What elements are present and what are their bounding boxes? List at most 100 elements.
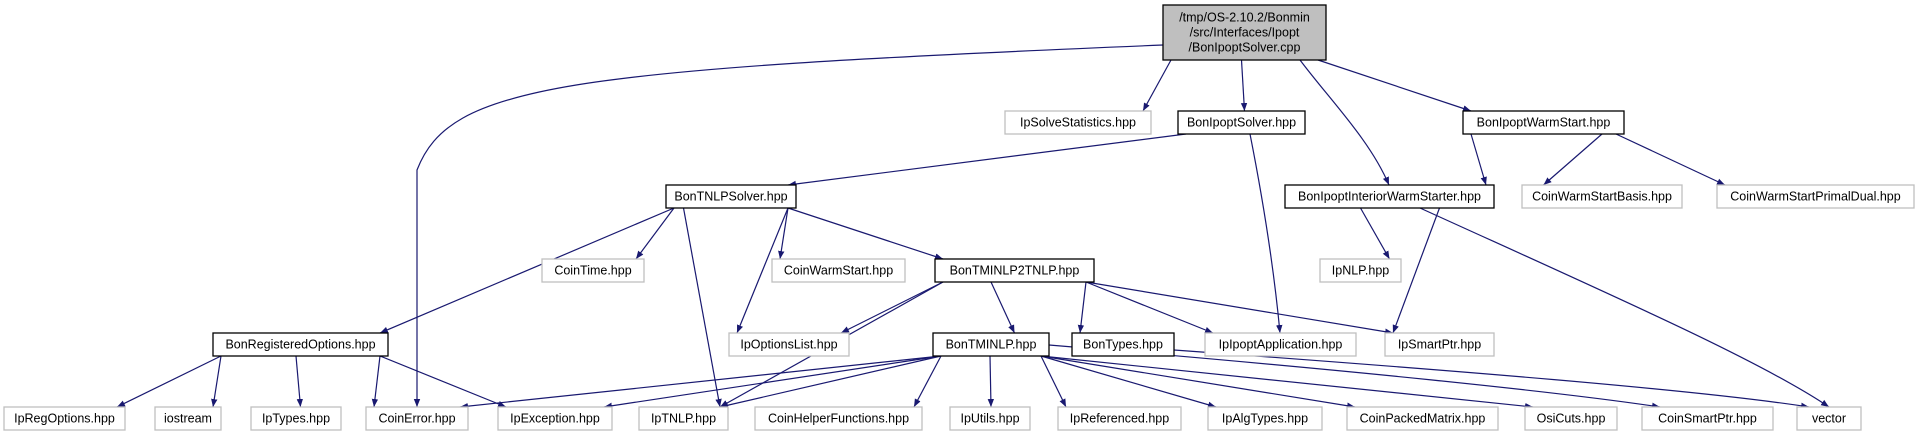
node-box [665,184,797,209]
node-label: IpSolveStatistics.hpp [1020,116,1136,130]
node-coinwarmstartbasis: CoinWarmStartBasis.hpp [1521,184,1683,209]
node-coinwarmstartprimaldual: CoinWarmStartPrimalDual.hpp [1716,184,1915,209]
edge-bonipoptwarmstart-to-coinwarmstartbasis [1543,133,1603,186]
edge-bonipoptsolver-to-bontnlpsolver [787,133,1187,188]
edge-bontminlp2tnlp-to-ipipoptapplication [1085,281,1214,334]
edge-bonregisteredoptions-to-iptypes [295,355,303,408]
node-box [154,406,222,431]
edge-bontminlp-to-coinhelperfunctions [913,355,942,408]
node-box [1284,184,1495,209]
node-bonregisteredoptions[interactable]: BonRegisteredOptions.hpp [212,332,389,357]
node-ipexception: IpException.hpp [497,406,613,431]
node-ipoptionslist: IpOptionsList.hpp [728,332,850,357]
node-box [1346,406,1499,431]
node-label: IpIpoptApplication.hpp [1219,338,1343,352]
node-box [212,332,389,357]
node-box [497,406,613,431]
node-bontminlp2tnlp[interactable]: BonTMINLP2TNLP.hpp [934,258,1095,283]
node-box [1796,406,1862,431]
node-label: BonTypes.hpp [1083,338,1163,352]
node-box [1207,406,1323,431]
edge-bontnlpsolver-to-ipoptionslist [736,207,789,334]
node-label: IpSmartPtr.hpp [1398,338,1481,352]
node-label: CoinWarmStart.hpp [784,264,893,278]
edge-bontminlp-to-osicuts [1040,355,1534,410]
node-ipsolvestatistics: IpSolveStatistics.hpp [1004,110,1152,135]
edge-bontypes-to-vector [1173,349,1810,409]
edge-bonregisteredoptions-to-coinerror [371,355,381,408]
node-bonipoptsolver[interactable]: BonIpoptSolver.hpp [1177,110,1306,135]
node-root[interactable]: /tmp/OS-2.10.2/Bonmin/src/Interfaces/Ipo… [1162,4,1327,61]
node-ipsmartptr: IpSmartPtr.hpp [1384,332,1495,357]
node-coinhelperfunctions: CoinHelperFunctions.hpp [754,406,923,431]
edge-bontminlp-to-coinerror [459,355,942,410]
node-label: /tmp/OS-2.10.2/Bonmin [1179,11,1310,25]
edge-bontminlp-to-iptnlp [719,355,942,409]
node-label: IpUtils.hpp [960,412,1019,426]
node-label: CoinWarmStartPrimalDual.hpp [1730,190,1900,204]
node-label: IpNLP.hpp [1332,264,1390,278]
edge-root-to-bonipoptwarmstart [1317,59,1472,112]
node-box [1004,110,1152,135]
node-label: CoinHelperFunctions.hpp [768,412,909,426]
node-box [1319,258,1402,283]
node-box [365,406,469,431]
node-ipregoptions: IpRegOptions.hpp [3,406,126,431]
node-label: BonIpoptWarmStart.hpp [1477,116,1611,130]
node-box [1204,332,1357,357]
node-bonipoptinteriorwarmstarter[interactable]: BonIpoptInteriorWarmStarter.hpp [1284,184,1495,209]
node-box [1462,110,1625,135]
edge-bontnlpsolver-to-bontminlp2tnlp [787,207,944,260]
node-label: IpReferenced.hpp [1070,412,1169,426]
node-bontnlpsolver[interactable]: BonTNLPSolver.hpp [665,184,797,209]
node-box [1716,184,1915,209]
node-label: IpRegOptions.hpp [14,412,115,426]
edge-bonregisteredoptions-to-iostream [211,355,222,408]
edge-bontminlp-to-ipexception [603,355,942,409]
edge-bontminlp-to-ipalgtypes [1040,355,1217,408]
node-bontminlp[interactable]: BonTMINLP.hpp [932,332,1050,357]
node-box [1641,406,1774,431]
node-box [949,406,1031,431]
node-label: vector [1812,412,1846,426]
node-label: iostream [164,412,212,426]
node-iputils: IpUtils.hpp [949,406,1031,431]
node-label: BonTMINLP2TNLP.hpp [950,264,1080,278]
node-box [638,406,729,431]
edge-bontminlp-to-coinpackedmatrix [1040,355,1356,409]
node-box [1057,406,1182,431]
edge-bonipoptwarmstart-to-coinwarmstartprimaldual [1615,133,1726,186]
node-box [754,406,923,431]
edge-bontminlp-to-iputils [987,355,995,408]
edge-bontnlpsolver-to-coinwarmstart [778,207,789,260]
edge-bonipoptinteriorwarmstarter-to-vector [1419,207,1830,408]
node-coinwarmstart: CoinWarmStart.hpp [771,258,906,283]
node-ipnlp: IpNLP.hpp [1319,258,1402,283]
edge-bontminlp2tnlp-to-bontypes [1077,281,1087,334]
node-coinpackedmatrix: CoinPackedMatrix.hpp [1346,406,1499,431]
edge-bonregisteredoptions-to-ipexception [379,355,507,408]
node-bontypes[interactable]: BonTypes.hpp [1071,332,1175,357]
edge-root-to-bonipoptsolver [1240,59,1248,112]
node-box [1524,406,1618,431]
node-label: IpOptionsList.hpp [740,338,837,352]
node-coinerror: CoinError.hpp [365,406,469,431]
node-vector: vector [1796,406,1862,431]
node-label: BonRegisteredOptions.hpp [225,338,375,352]
node-box [932,332,1050,357]
node-osicuts: OsiCuts.hpp [1524,406,1618,431]
node-ipipoptapplication: IpIpoptApplication.hpp [1204,332,1357,357]
node-coinsmartptr: CoinSmartPtr.hpp [1641,406,1774,431]
node-ipalgtypes: IpAlgTypes.hpp [1207,406,1323,431]
edge-bonipoptsolver-to-ipipoptapplication [1249,133,1283,334]
nodes-layer: /tmp/OS-2.10.2/Bonmin/src/Interfaces/Ipo… [3,4,1915,431]
node-label: CoinSmartPtr.hpp [1658,412,1757,426]
node-box [1384,332,1495,357]
edge-bontminlp2tnlp-to-ipsmartptr [1085,281,1394,335]
node-ipreferenced: IpReferenced.hpp [1057,406,1182,431]
node-iostream: iostream [154,406,222,431]
node-label: BonTMINLP.hpp [946,338,1037,352]
node-label: BonTNLPSolver.hpp [674,190,787,204]
node-bonipoptwarmstart[interactable]: BonIpoptWarmStart.hpp [1462,110,1625,135]
